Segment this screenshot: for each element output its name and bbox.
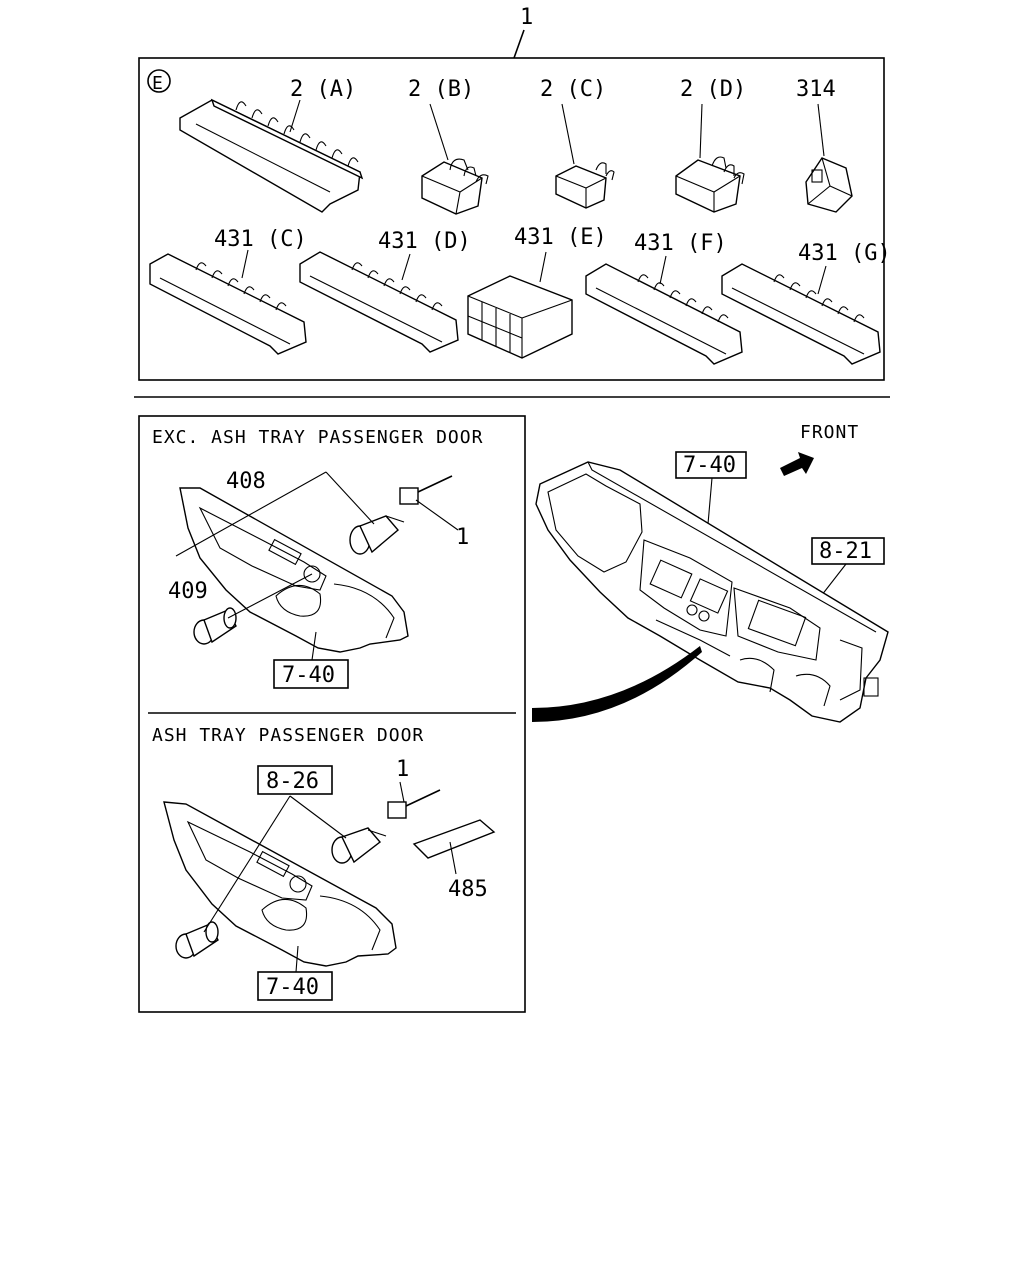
dashboard: FRONT 7-40 8-21 [532, 422, 889, 723]
top-callout-label: 1 [520, 5, 533, 30]
label-409: 409 [168, 579, 208, 604]
label-431e: 431 (E) [514, 225, 607, 250]
connector-314 [805, 103, 853, 213]
ash-ref826-box [257, 765, 333, 795]
label-2b: 2 (B) [408, 77, 474, 102]
leader-826-b [289, 795, 347, 839]
label-2a: 2 (A) [290, 77, 356, 102]
label-408: 408 [226, 469, 266, 494]
label-exc-1: 1 [456, 525, 469, 550]
ash-panel: ASH TRAY PASSENGER DOOR 8-26 1 48 [152, 725, 496, 1001]
ash-ref-box [257, 971, 333, 1001]
exc-plug [193, 607, 237, 645]
exc-socket [349, 475, 459, 555]
label-2c: 2 (C) [540, 77, 606, 102]
connector-431d [299, 251, 459, 353]
leader-exc-ref [311, 631, 317, 661]
region-marker-label: E [152, 73, 163, 94]
connector-431g [721, 263, 881, 365]
label-431d: 431 (D) [378, 229, 471, 254]
connector-431e [467, 251, 573, 359]
leader-826-a [203, 795, 291, 933]
leader-485 [449, 841, 457, 875]
front-label: FRONT [800, 422, 859, 443]
dash-ref821-box [811, 537, 885, 565]
exc-ref-box [273, 659, 349, 689]
leader-408-b [325, 471, 375, 525]
exc-bezel [179, 487, 409, 653]
leader-408-a [175, 471, 327, 557]
dash-ref740-label: 7-40 [683, 453, 736, 478]
leader-dash-740 [707, 477, 713, 525]
dash-ref740-box [675, 451, 747, 479]
label-ash-1: 1 [396, 757, 409, 782]
connector-431f [585, 255, 743, 365]
leader-ash-1 [399, 781, 405, 803]
label-431g: 431 (G) [798, 241, 891, 266]
connector-431c [149, 249, 307, 355]
leader-ash-ref [295, 945, 299, 973]
connector-2d [675, 103, 745, 213]
exc-panel-title: EXC. ASH TRAY PASSENGER DOOR [152, 427, 483, 448]
label-431c: 431 (C) [214, 227, 307, 252]
connector-panel-frame [138, 57, 885, 381]
ash-plug [175, 921, 219, 959]
connector-2a [179, 98, 364, 213]
detail-pointer-arrow [532, 646, 702, 722]
connector-2c [555, 103, 615, 209]
leader-409 [227, 573, 313, 619]
exc-panel: EXC. ASH TRAY PASSENGER DOOR 408 409 [152, 427, 483, 689]
ash-bezel [163, 801, 397, 967]
label-314: 314 [796, 77, 836, 102]
ash-label-sheet [412, 819, 496, 859]
exc-ref-label: 7-40 [282, 663, 335, 688]
ash-ref826-label: 8-26 [266, 769, 319, 794]
label-485: 485 [448, 877, 488, 902]
connector-panel: E 2 (A) 2 (B) 2 (C) 2 (D) 314 [138, 57, 891, 381]
label-431f: 431 (F) [634, 231, 727, 256]
region-marker-circle [147, 69, 171, 93]
dashboard-body [535, 461, 889, 723]
dash-ref821-label: 8-21 [819, 539, 872, 564]
top-callout-leader [513, 29, 525, 59]
front-arrow-icon [780, 452, 814, 476]
ash-socket [331, 789, 441, 864]
ash-panel-title: ASH TRAY PASSENGER DOOR [152, 725, 424, 746]
label-2d: 2 (D) [680, 77, 746, 102]
connector-2b [421, 103, 489, 215]
detail-box-frame [138, 415, 526, 1013]
ash-ref-label: 7-40 [266, 975, 319, 1000]
